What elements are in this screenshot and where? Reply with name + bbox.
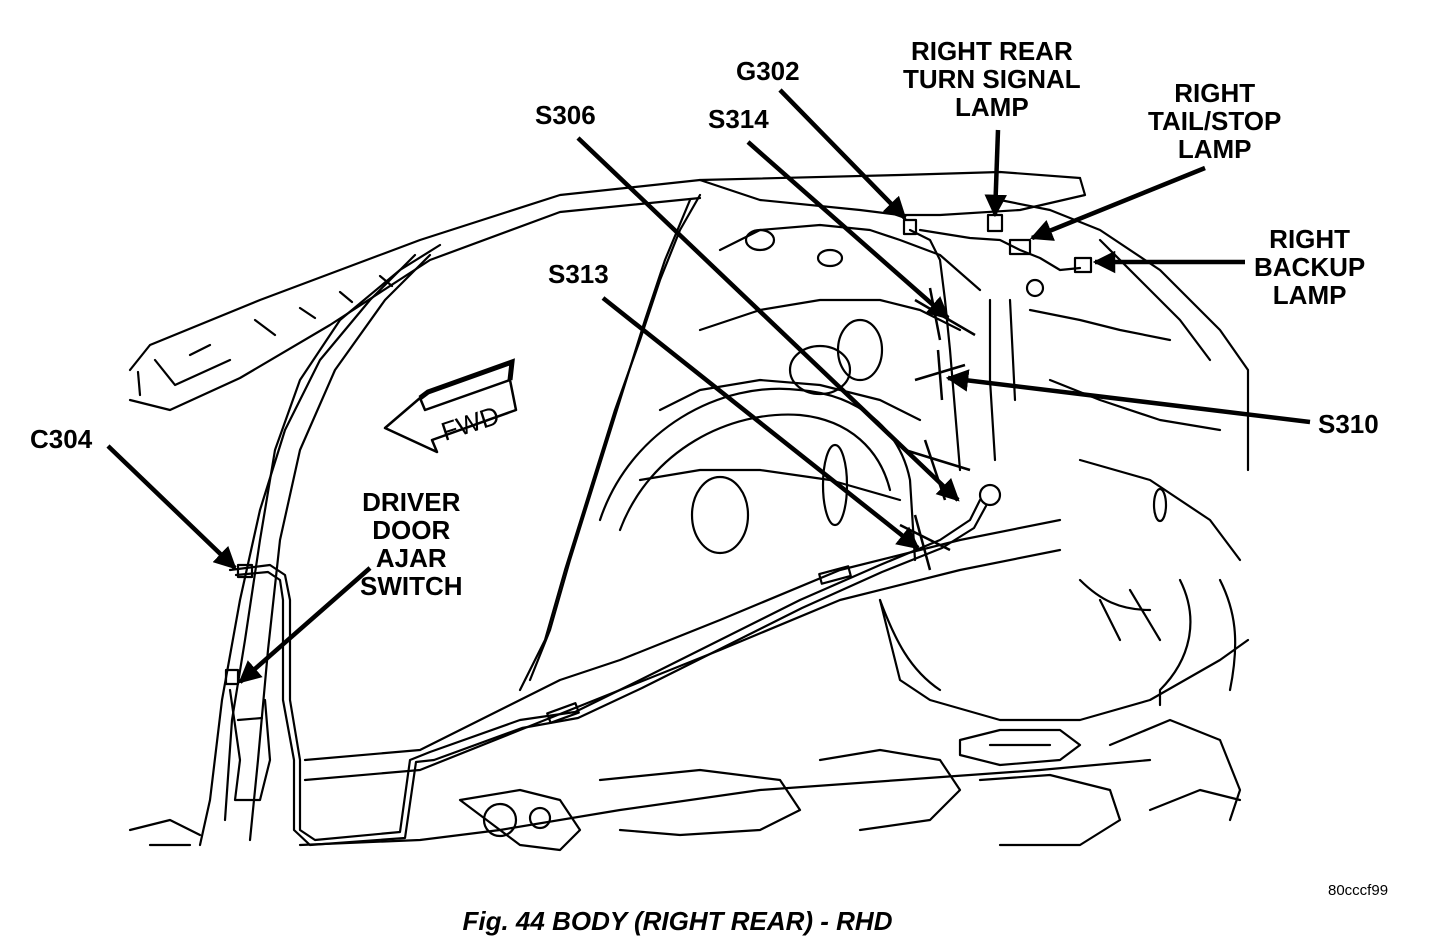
turn-signal-leader [984,129,1007,218]
c304-leader [106,444,237,570]
right-backup-lamp-label: RIGHT BACKUP LAMP [1254,224,1366,310]
right-rear-turn-signal-lamp-label: RIGHT REAR TURN SIGNAL LAMP [903,36,1081,122]
figure-code: 80cccf99 [1328,882,1389,899]
tail-stop-leader [1029,165,1206,241]
right-tail-stop-lamp-label: RIGHT TAIL/STOP LAMP [1148,78,1282,164]
splice-marks [899,287,976,571]
g302-ground [902,218,918,236]
s313-label: S313 [548,259,609,289]
driver-door-ajar-switch-label: DRIVER DOOR AJAR SWITCH [360,487,463,601]
door-ajar-connector [224,668,240,686]
s314-label: S314 [708,104,769,134]
c304-label: C304 [30,424,93,454]
g302-label: G302 [736,56,800,86]
g302-leader [778,88,907,220]
figure-caption: Fig. 44 BODY (RIGHT REAR) - RHD [462,906,893,936]
c304-connector [236,563,254,579]
s310-leader [945,369,1311,425]
leader-lines [106,88,1311,684]
s310-label: S310 [1318,409,1379,439]
body-structure-art [128,170,1250,852]
fwd-direction-arrow: FWD [383,358,518,454]
door-ajar-leader [238,566,372,684]
s306-label: S306 [535,100,596,130]
s313-leader [601,296,920,550]
s314-leader [746,140,950,320]
s306-leader [576,136,960,502]
